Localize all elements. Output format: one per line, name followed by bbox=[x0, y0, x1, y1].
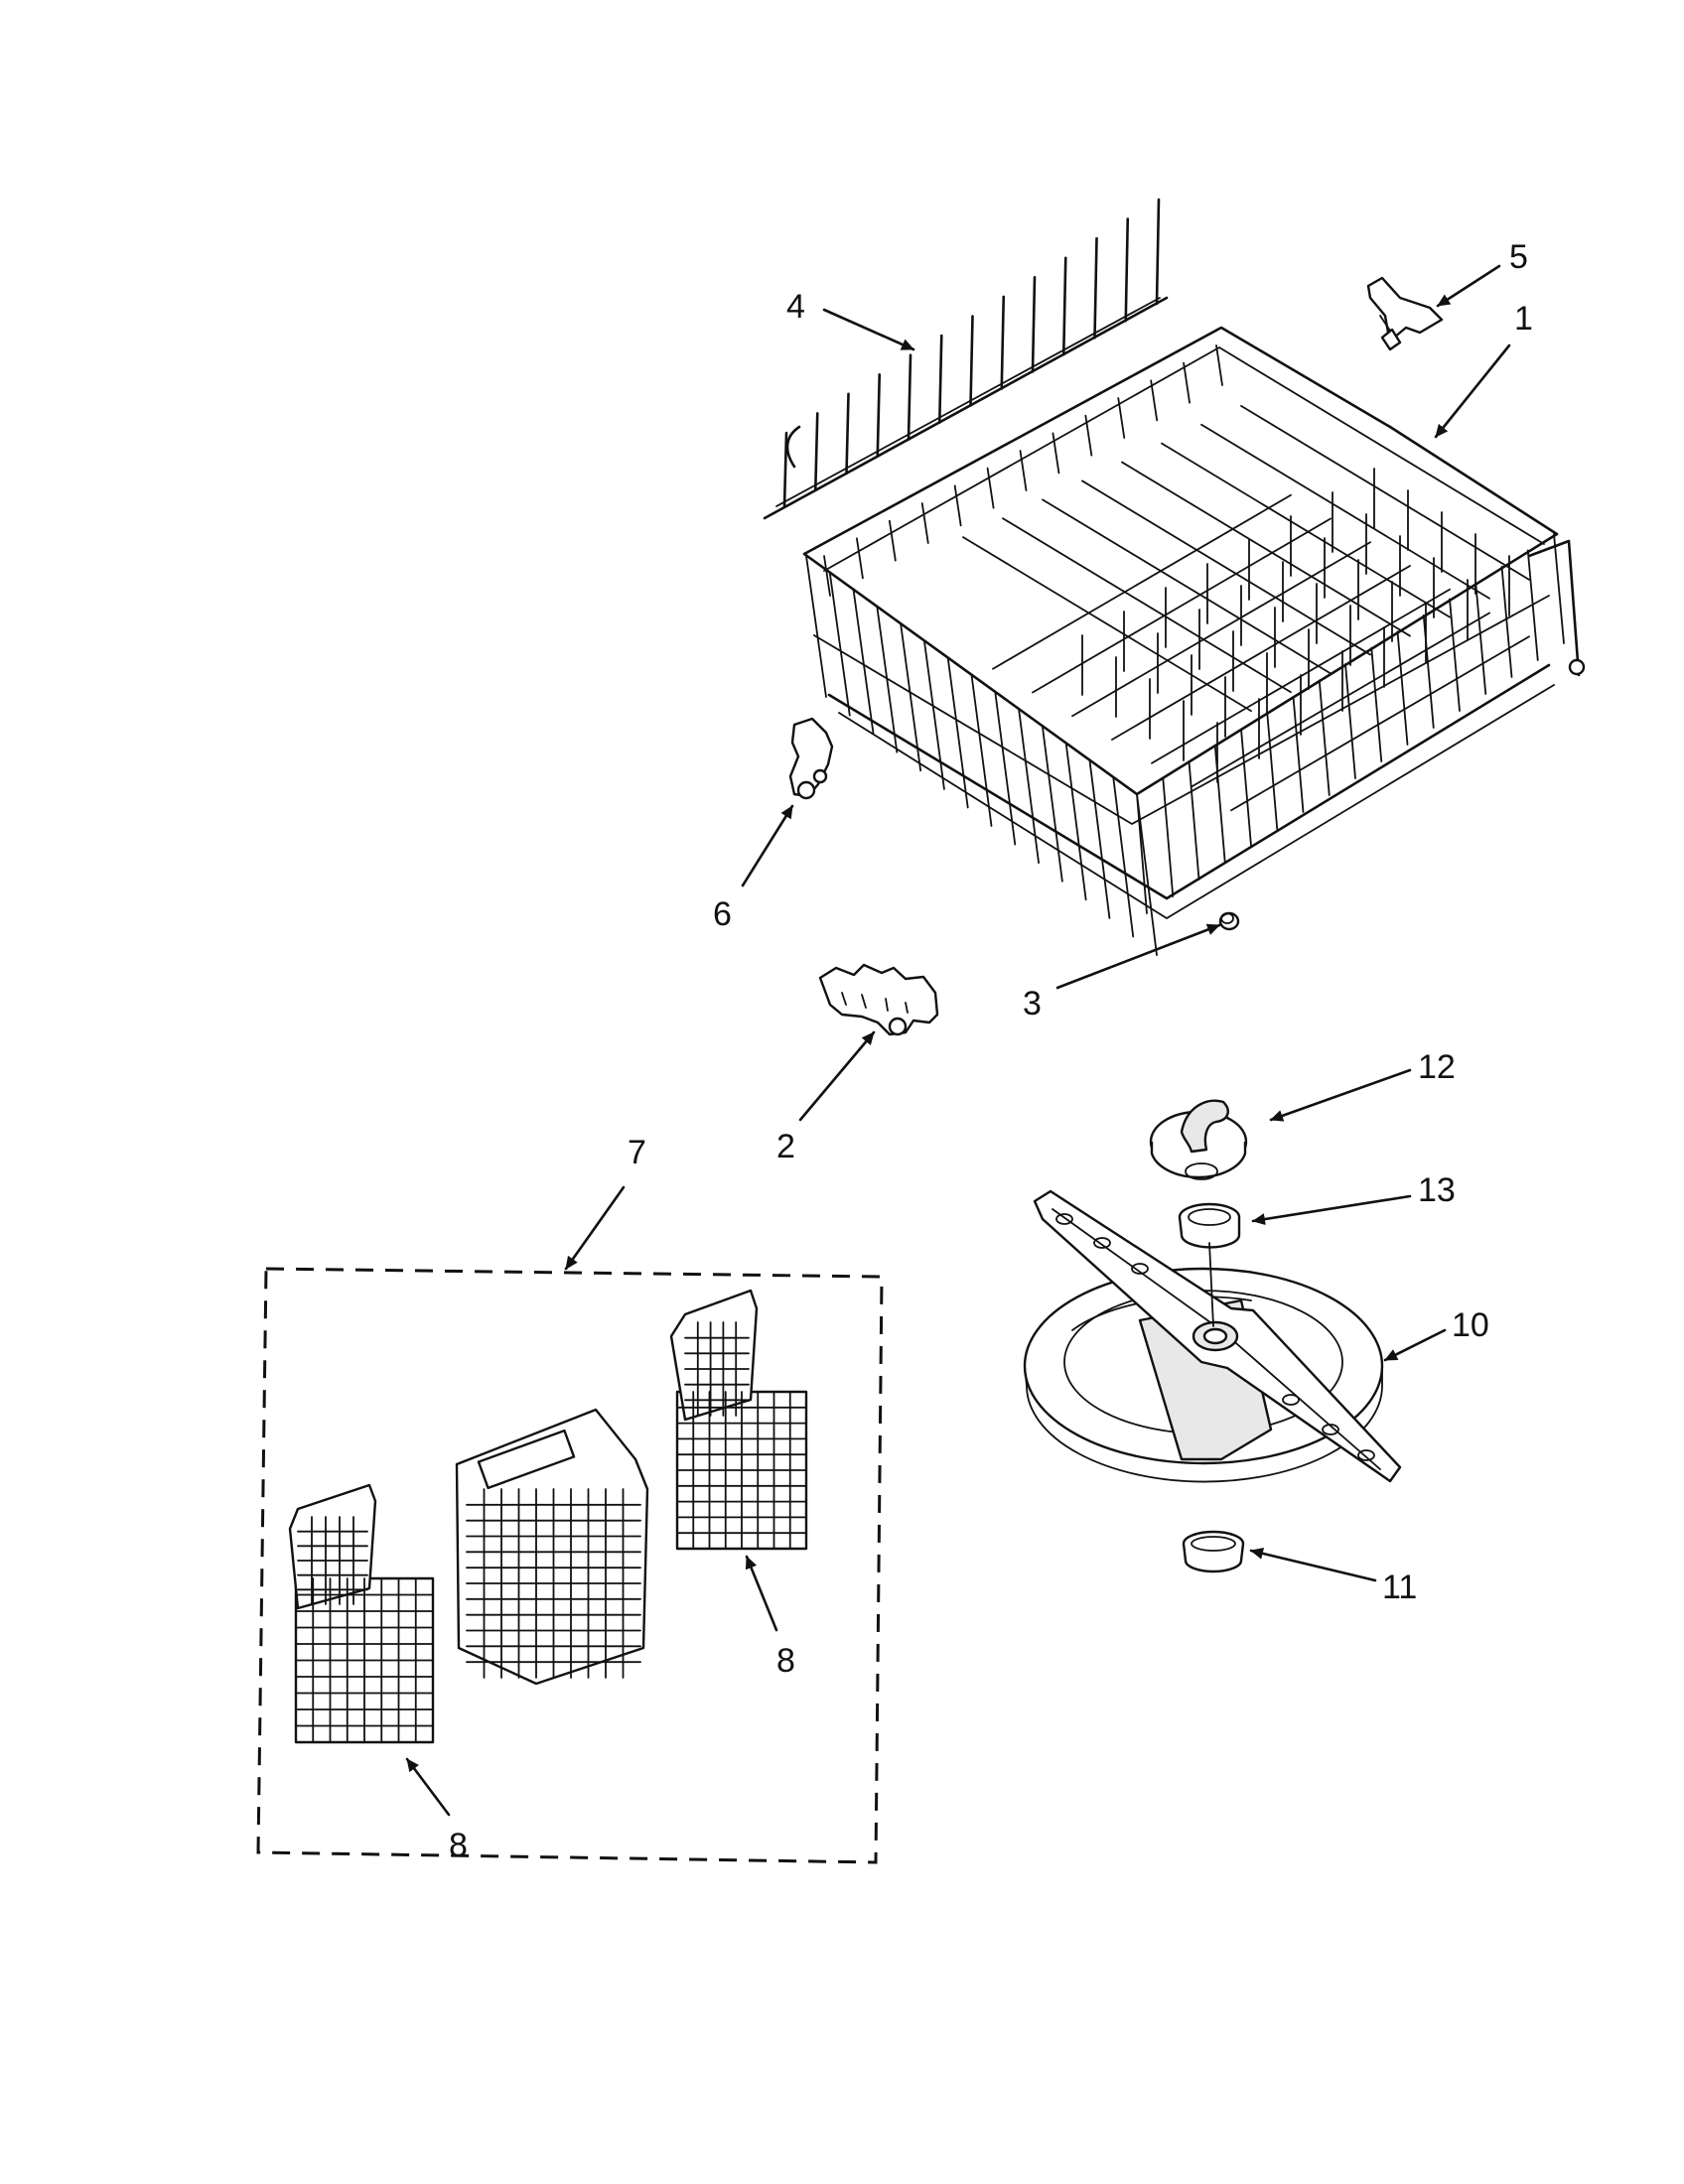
roller-part bbox=[788, 717, 834, 800]
callout-12: 12 bbox=[1418, 1048, 1456, 1086]
callout-7: 7 bbox=[628, 1134, 646, 1171]
spray-arm-assembly-part bbox=[1023, 1189, 1402, 1483]
callout-labels: 1 5 4 6 3 2 12 13 10 11 7 8 8 bbox=[449, 238, 1533, 1864]
callout-3: 3 bbox=[1023, 985, 1042, 1023]
callout-13: 13 bbox=[1418, 1171, 1456, 1209]
ring-seal-part bbox=[1178, 1202, 1241, 1249]
basket-kit-part bbox=[256, 1267, 884, 1864]
lower-rack-part bbox=[802, 326, 1586, 956]
callout-1: 1 bbox=[1514, 300, 1533, 338]
callout-4: 4 bbox=[786, 288, 805, 326]
rack-clip-part bbox=[1366, 276, 1444, 351]
tine-row-part bbox=[763, 198, 1169, 520]
callout-11: 11 bbox=[1382, 1569, 1417, 1606]
leader-lines bbox=[405, 264, 1511, 1817]
cap-part bbox=[1218, 911, 1240, 931]
lower-ring-part bbox=[1182, 1530, 1245, 1573]
callout-6: 6 bbox=[713, 895, 732, 933]
silverware-basket-middle bbox=[455, 1408, 649, 1686]
callout-10: 10 bbox=[1452, 1306, 1489, 1344]
silverware-basket-right bbox=[669, 1289, 808, 1551]
roller-bracket-part bbox=[818, 963, 939, 1036]
hub-cap-part bbox=[1149, 1099, 1248, 1180]
callout-5: 5 bbox=[1509, 238, 1528, 276]
callout-8-left: 8 bbox=[449, 1827, 468, 1864]
callout-2: 2 bbox=[776, 1128, 795, 1165]
callout-8-right: 8 bbox=[776, 1642, 795, 1680]
